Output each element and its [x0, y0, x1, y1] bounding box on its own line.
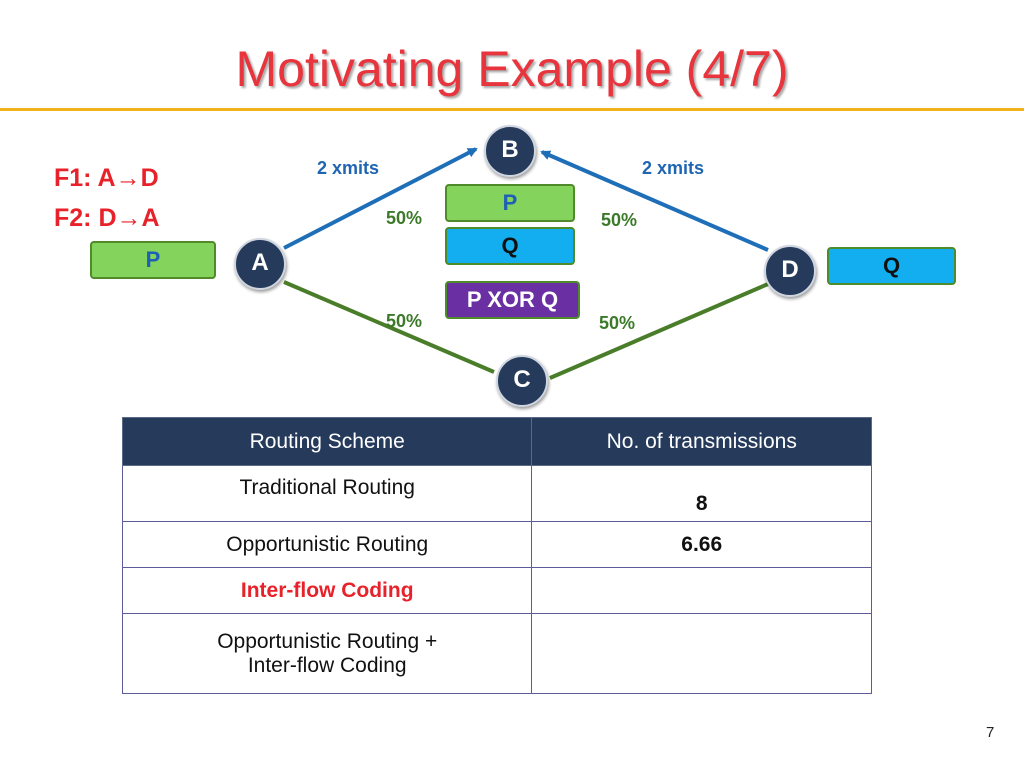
flow-f2: F2: D→A	[54, 204, 160, 232]
network-links	[283, 147, 769, 380]
header-transmissions: No. of transmissions	[531, 417, 872, 466]
cell-scheme-line2: Inter-flow Coding	[247, 653, 407, 677]
table-row: Traditional Routing 8	[121, 465, 872, 522]
table-row: Opportunistic Routing 6.66	[121, 521, 872, 568]
header-routing-scheme: Routing Scheme	[121, 417, 533, 466]
link-ab-percent: 50%	[386, 208, 423, 228]
flow-f1: F1: A→D	[54, 164, 159, 192]
cell-value	[531, 613, 872, 694]
page-title: Motivating Example (4/7)	[235, 41, 789, 97]
node-c: C	[496, 355, 548, 407]
page-number: 7	[986, 724, 995, 741]
link-c-d	[549, 282, 769, 380]
link-bd-percent: 50%	[601, 210, 638, 230]
packet-p-at-a: P	[90, 241, 216, 279]
node-b: B	[484, 125, 536, 177]
link-d-b	[540, 150, 769, 252]
cell-value	[531, 567, 872, 614]
node-a: A	[234, 238, 286, 290]
cell-value: 8	[531, 465, 872, 522]
cell-scheme-line1: Opportunistic Routing +	[217, 629, 438, 653]
packet-q-center: Q	[445, 227, 575, 265]
cell-scheme: Opportunistic Routing	[121, 521, 533, 568]
cell-scheme: Traditional Routing	[121, 465, 533, 522]
cell-scheme: Opportunistic Routing + Inter-flow Codin…	[121, 613, 533, 694]
node-d: D	[764, 245, 816, 297]
table-row: Inter-flow Coding	[121, 567, 872, 614]
link-a-b	[283, 147, 478, 250]
packet-p-xor-q: P XOR Q	[445, 281, 580, 319]
link-ac-percent: 50%	[386, 311, 423, 331]
title-divider	[0, 108, 1024, 111]
link-cd-percent: 50%	[599, 313, 636, 333]
cell-value: 6.66	[531, 521, 872, 568]
packet-p-center: P	[445, 184, 575, 222]
cell-scheme: Inter-flow Coding	[121, 567, 533, 614]
table-header-row: Routing Scheme No. of transmissions	[121, 417, 872, 466]
packet-q-at-d: Q	[827, 247, 956, 285]
flow-list: F1: A→D F2: D→A	[54, 158, 160, 238]
table-row: Opportunistic Routing + Inter-flow Codin…	[121, 613, 872, 694]
routing-table: Routing Scheme No. of transmissions Trad…	[121, 417, 872, 694]
link-bd-xmits: 2 xmits	[642, 158, 705, 178]
link-a-c	[283, 280, 495, 374]
link-ab-xmits: 2 xmits	[317, 158, 380, 178]
